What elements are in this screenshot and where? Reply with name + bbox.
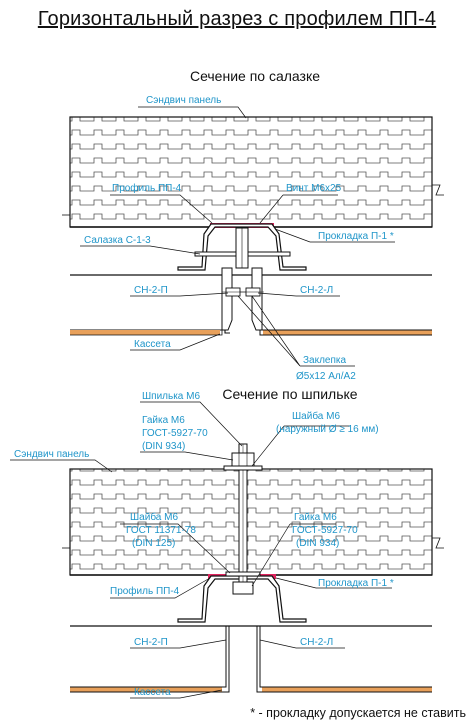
s2-sandwich-panel <box>69 468 433 576</box>
s2-cassette-left <box>70 626 230 693</box>
s2-label-washer-2: (наружный Ø ≥ 16 мм) <box>276 424 379 435</box>
section1-leaders <box>80 106 395 367</box>
s1-bracket-right <box>251 267 263 331</box>
s1-cassette-right <box>259 275 432 336</box>
s1-label-profile: Профиль ПП-4 <box>112 183 182 194</box>
s1-label-slider: Салазка С-1-3 <box>84 235 151 246</box>
s2-nut-inner <box>232 581 254 595</box>
s2-label-nut-top-3: (DIN 934) <box>142 441 186 452</box>
s2-label-washer-in-1: Шайба М6 <box>130 512 179 523</box>
section2-graphics <box>62 443 444 693</box>
s2-label-washer-1: Шайба М6 <box>292 411 341 422</box>
s1-profile <box>177 223 307 271</box>
s2-label-nut-in-2: ГОСТ-5927-70 <box>292 525 358 536</box>
s1-sandwich-panel <box>69 116 433 228</box>
s2-washer-top <box>223 465 263 471</box>
s1-label-gasket: Прокладка П-1 * <box>318 231 394 242</box>
s1-label-screw: Винт М6х25 <box>286 183 342 194</box>
drawing-title: Горизонтальный разрез с профилем ПП-4 <box>37 8 437 30</box>
s2-label-washer-in-2: ГОСТ 11371-78 <box>126 525 196 536</box>
s1-label-rivet-1: Заклепка <box>303 355 347 366</box>
s2-label-sn2p: СН-2-П <box>134 637 168 648</box>
s1-label-sn2l: СН-2-Л <box>300 285 334 296</box>
s2-label-profile: Профиль ПП-4 <box>110 586 180 597</box>
s2-label-nut-top-2: ГОСТ-5927-70 <box>142 428 208 439</box>
s2-label-stud: Шпилька М6 <box>142 391 201 402</box>
s2-label-nut-in-1: Гайка М6 <box>294 512 337 523</box>
s2-label-nut-in-3: (DIN 934) <box>296 538 340 549</box>
s2-label-nut-top-1: Гайка М6 <box>142 415 185 426</box>
s1-cassette-left <box>70 274 230 336</box>
s1-label-cassette: Кассета <box>134 339 171 350</box>
s1-bracket-left <box>221 267 233 331</box>
s2-label-cassette: Кассета <box>134 687 171 698</box>
section1-title: Сечение по салазке <box>189 68 321 84</box>
s2-label-sn2l: СН-2-Л <box>300 637 334 648</box>
s1-label-rivet-2: Ø5х12 Ал/А2 <box>296 371 356 382</box>
s1-label-sn2p: СН-2-П <box>134 285 168 296</box>
s2-nut-top <box>231 452 255 467</box>
section2-title: Сечение по шпильке <box>222 386 358 402</box>
s2-washer-inner <box>225 571 261 577</box>
s2-label-washer-in-3: (DIN 125) <box>132 538 176 549</box>
s1-label-sandwich: Сэндвич панель <box>146 95 222 106</box>
s2-cassette-right <box>256 626 432 693</box>
s2-label-gasket: Прокладка П-1 * <box>318 578 394 589</box>
section1-graphics <box>62 116 444 336</box>
section2-leaders <box>10 401 392 699</box>
s2-label-sandwich: Сэндвич панель <box>14 449 90 460</box>
footnote: * - прокладку допускается не ставить <box>250 706 466 720</box>
s2-profile <box>177 575 307 623</box>
